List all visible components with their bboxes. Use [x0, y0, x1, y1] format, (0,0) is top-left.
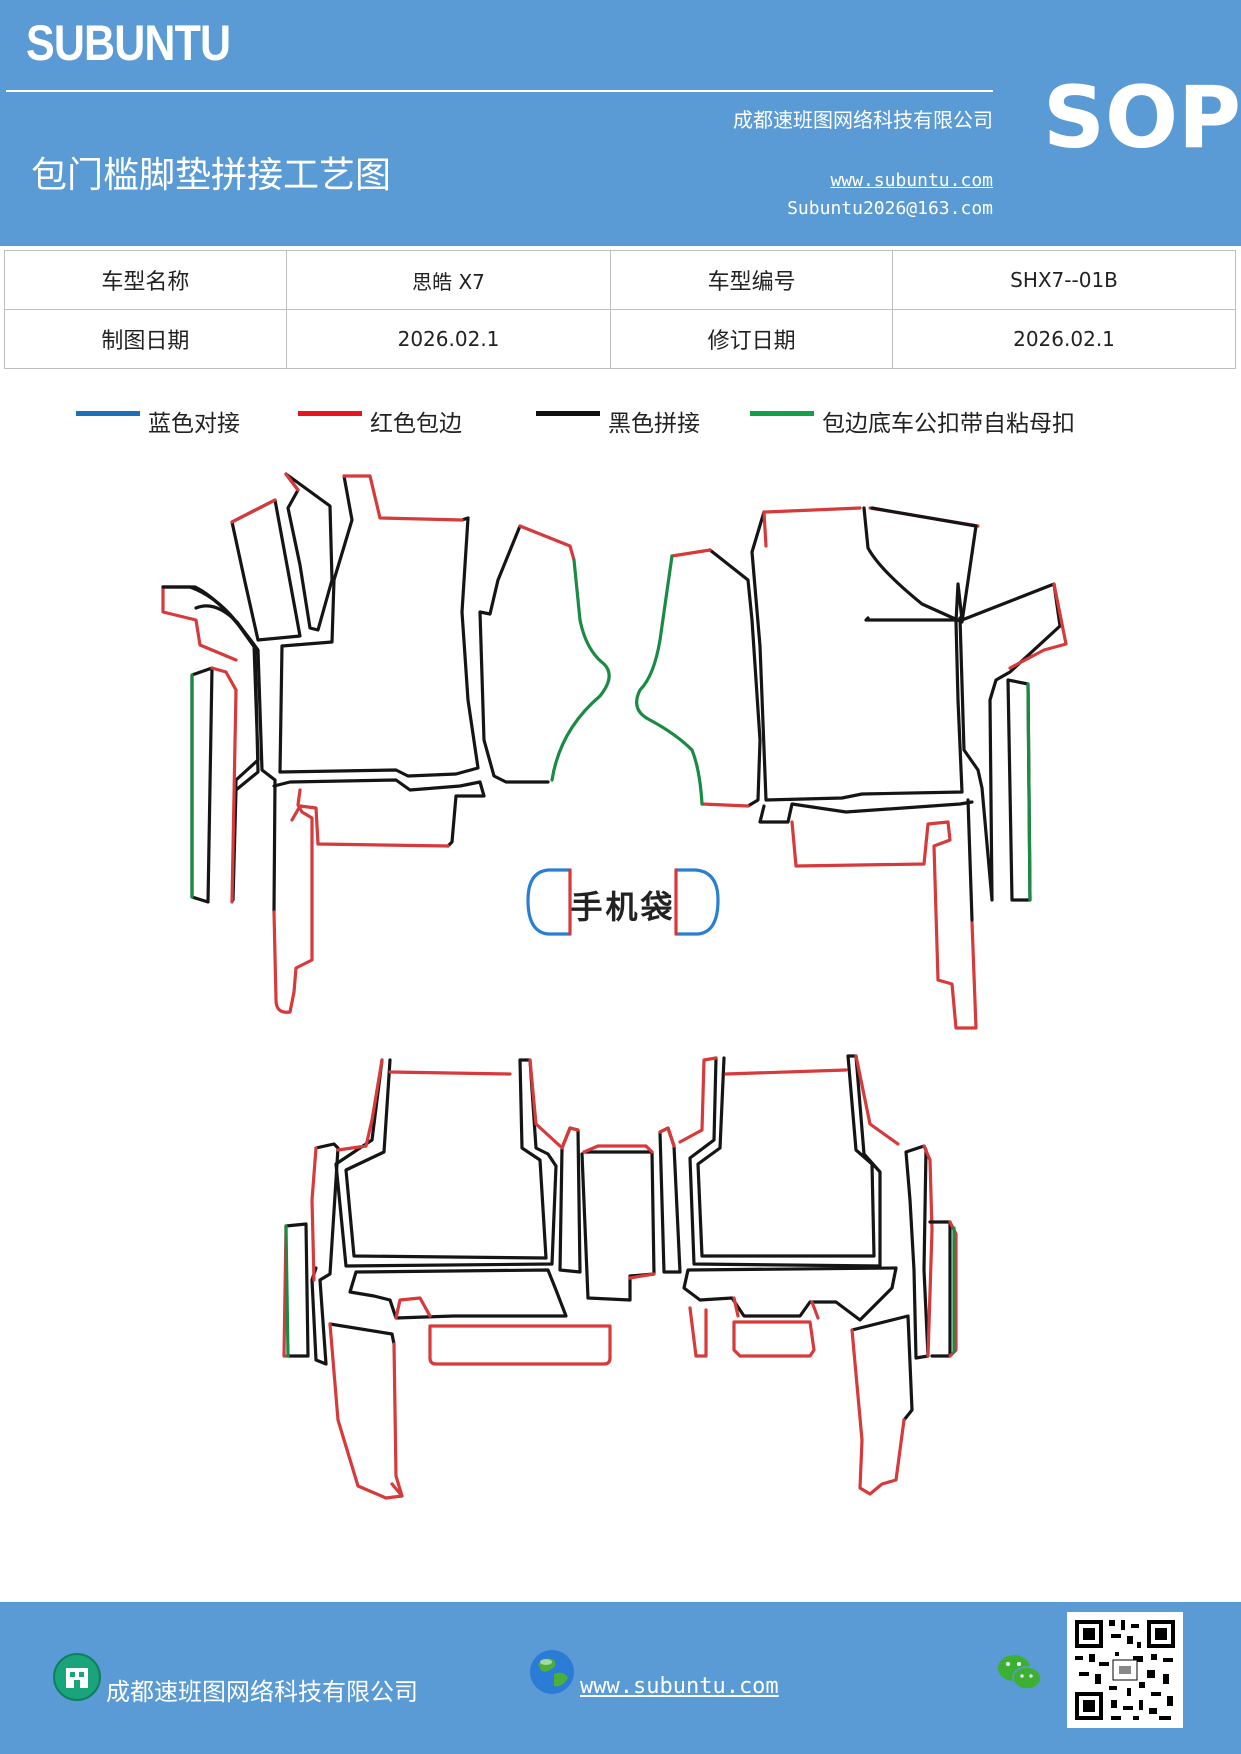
doc-type-label: SOP [1043, 68, 1241, 168]
header-email[interactable]: Subuntu2026@163.com [787, 198, 993, 219]
legend-label: 红色包边 [370, 411, 462, 437]
rear-left-pad-red [336, 1058, 562, 1152]
fr-front-red [790, 820, 978, 1030]
rear-left-box [428, 1324, 612, 1366]
cell-draw-date-label: 制图日期 [4, 309, 287, 369]
fr-inner-diag [862, 506, 978, 624]
page-header: SUBUNTU 成都速班图网络科技有限公司 包门槛脚垫拼接工艺图 www.sub… [0, 0, 1241, 246]
cell-model-name-label: 车型名称 [4, 250, 287, 310]
fr-left-green [635, 554, 704, 806]
fr-main-red [762, 506, 980, 548]
fr-front-edge [758, 800, 974, 824]
fr-sill-red [1008, 582, 1068, 670]
wechat-icon[interactable] [996, 1652, 1044, 1694]
fr-main-pad [750, 510, 964, 802]
rear-center-side-r [658, 1126, 682, 1274]
header-divider [6, 90, 993, 92]
page-title: 包门槛脚垫拼接工艺图 [31, 155, 392, 196]
fl-toe-piece [478, 524, 550, 784]
rear-right-long-red [922, 1144, 934, 1358]
cell-model-name-value: 思皓 X7 [285, 250, 612, 310]
rear-left-pad [334, 1058, 558, 1268]
fl-toe-red [518, 524, 576, 562]
fl-front-red [290, 804, 450, 848]
fl-front-edge [272, 778, 486, 848]
fl-toe-green [550, 558, 611, 782]
fl-heel-piece-1-red [230, 498, 277, 524]
brand-logo: SUBUNTU [26, 15, 231, 71]
header-company: 成都速班图网络科技有限公司 [733, 108, 993, 132]
rear-right-rear-red [850, 1328, 906, 1496]
rear-center-side-l [558, 1126, 582, 1274]
footer-website-link[interactable]: www.subuntu.com [580, 1674, 779, 1699]
fl-outer-red [272, 788, 314, 1014]
fr-strip-green [1026, 682, 1032, 902]
pocket-left-blue [526, 868, 572, 936]
rear-left-strip [284, 1222, 310, 1358]
rear-center-red [582, 1144, 656, 1280]
rear-left-lower [348, 1268, 568, 1320]
rear-right-box [732, 1320, 816, 1358]
vehicle-info-table: 车型名称 思皓 X7 车型编号 SHX7--01B 制图日期 2026.02.1… [4, 250, 1236, 369]
fl-heel-piece-2 [284, 472, 334, 632]
legend-swatch-blue [76, 411, 140, 416]
front-left-mat [161, 472, 611, 1014]
globe-icon [530, 1650, 574, 1694]
rear-right-rear [850, 1314, 914, 1422]
fl-sill-red [161, 585, 238, 904]
rear-center-side-r-red [658, 1126, 676, 1148]
rear-left-strip-green [284, 1224, 290, 1358]
footer-company: 成都速班图网络科技有限公司 [106, 1678, 418, 1706]
rear-left-rear [328, 1322, 396, 1346]
header-website-link[interactable]: www.subuntu.com [830, 170, 993, 191]
legend-label: 黑色拼接 [608, 411, 700, 437]
rear-left-long-red [310, 1146, 318, 1282]
rear-left-lower-red [394, 1296, 432, 1320]
table-row: 车型名称 思皓 X7 车型编号 SHX7--01B [4, 250, 1236, 310]
rear-center [580, 1150, 656, 1302]
color-legend: 蓝色对接 红色包边 黑色拼接 包边底车公扣带自粘母扣 [0, 404, 1241, 440]
legend-label: 蓝色对接 [148, 411, 240, 437]
rear-left-rear-red [328, 1322, 404, 1500]
cell-revise-date-label: 修订日期 [610, 309, 894, 369]
fl-outer [161, 585, 277, 914]
rear-left-long [310, 1142, 340, 1366]
cell-model-code-label: 车型编号 [610, 250, 894, 310]
fl-main-pad [278, 474, 480, 778]
legend-swatch-green [750, 411, 814, 416]
rear-right-lower-red [688, 1296, 820, 1358]
rear-right-strip [928, 1220, 952, 1358]
rear-right-pad-red [678, 1054, 900, 1146]
cell-revise-date-value: 2026.02.1 [892, 309, 1236, 369]
fl-heel-piece-2-red [284, 472, 300, 492]
fr-left-red [670, 548, 750, 808]
fl-main-pad-red [342, 474, 464, 522]
legend-label: 包边底车公扣带自粘母扣 [822, 411, 1075, 437]
rear-mat [282, 1054, 958, 1500]
qr-code [1067, 1612, 1183, 1728]
cell-draw-date-value: 2026.02.1 [285, 309, 612, 369]
pocket-right-blue [674, 868, 720, 936]
rear-center-side-l-red [560, 1126, 580, 1150]
fl-side-strip [190, 666, 214, 904]
phone-pocket: 手机袋 [526, 868, 720, 936]
rear-right-pad [688, 1054, 882, 1268]
legend-swatch-red [298, 411, 362, 416]
front-right-mat [635, 506, 1068, 1030]
rear-right-lower [682, 1266, 898, 1322]
legend-swatch-black [536, 411, 600, 416]
table-row: 制图日期 2026.02.1 修订日期 2026.02.1 [4, 309, 1236, 369]
building-icon [53, 1653, 101, 1701]
cell-model-code-value: SHX7--01B [892, 250, 1236, 310]
fr-left-piece [708, 548, 762, 808]
pocket-label: 手机袋 [570, 888, 675, 926]
fr-tail [966, 798, 974, 922]
page-footer: 成都速班图网络科技有限公司 www.subuntu.com [0, 1602, 1241, 1754]
qr-code-pattern [1075, 1620, 1175, 1720]
